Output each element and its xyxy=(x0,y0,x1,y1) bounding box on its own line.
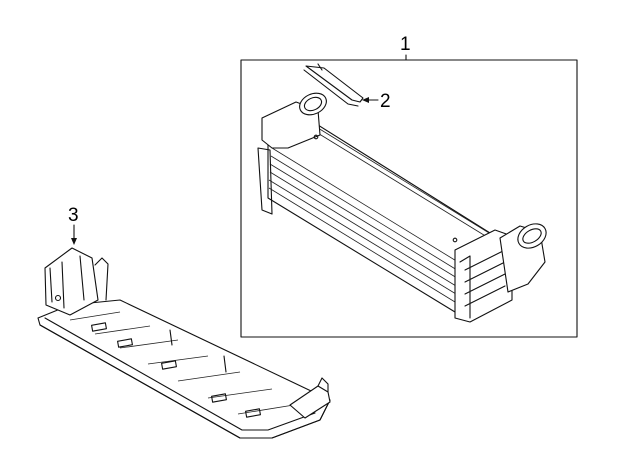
intercooler[interactable] xyxy=(257,89,550,323)
right-end-tank xyxy=(454,229,513,323)
callout-3-label: 3 xyxy=(68,205,79,226)
callout-3-arrowhead xyxy=(71,238,77,245)
left-tank-side xyxy=(257,147,273,215)
deflector-tray xyxy=(37,299,331,439)
deflector-right-bracket xyxy=(289,385,331,419)
callout-3[interactable]: 3 xyxy=(68,205,79,245)
intercooler-fins xyxy=(268,127,495,303)
callout-2-label: 2 xyxy=(380,91,391,112)
deflector-left-bracket xyxy=(44,247,99,316)
air-deflector[interactable] xyxy=(37,247,331,439)
callout-1[interactable]: 1 xyxy=(400,34,411,61)
retaining-clip[interactable] xyxy=(303,63,364,107)
callout-1-label: 1 xyxy=(400,34,411,55)
callout-2-arrowhead xyxy=(362,97,369,103)
deflector-slots xyxy=(91,322,261,418)
assembly-box xyxy=(240,59,578,338)
deflector-ribs xyxy=(69,311,301,415)
callout-2[interactable]: 2 xyxy=(362,91,391,112)
